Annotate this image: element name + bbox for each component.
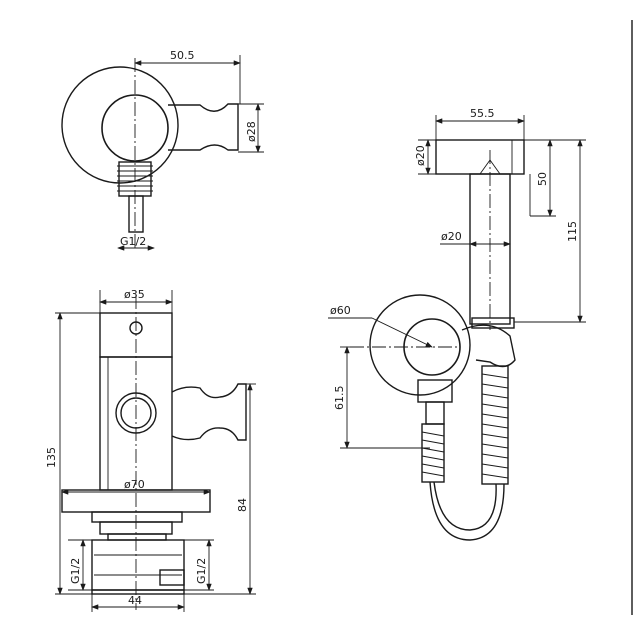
side-view-holder (461, 324, 516, 368)
dim-front-height-lower: 84 (236, 498, 249, 512)
side-view-hose-left (421, 423, 445, 483)
dim-front-dia-flange: ø70 (124, 478, 145, 491)
dim-top-width: 50.5 (170, 49, 195, 62)
dim-front-height-total: 135 (45, 447, 58, 468)
side-view-head (435, 139, 525, 175)
top-view: 50.5 ø28 G1/2 (61, 49, 264, 251)
dim-top-dia: ø28 (245, 121, 258, 142)
side-view-hose-loop (433, 481, 497, 531)
dim-side-height-total: 115 (566, 221, 579, 242)
side-view: 55.5 ø20 50 115 ø20 ø60 61.5 (328, 107, 586, 541)
dim-side-height-head: 50 (536, 172, 549, 186)
dim-side-dia-plate: ø60 (330, 304, 351, 317)
front-view: ø35 ø70 135 84 G1/2 G1/2 44 (45, 288, 256, 612)
dim-front-thread-left: G1/2 (69, 558, 82, 584)
dim-front-thread-right: G1/2 (195, 558, 208, 584)
dim-side-dia-head: ø20 (414, 145, 427, 166)
dim-front-dia-top: ø35 (124, 288, 145, 301)
dim-front-width-bottom: 44 (128, 594, 142, 607)
side-view-plate (369, 294, 471, 396)
top-view-holder (168, 103, 239, 151)
dim-side-height-lower: 61.5 (333, 386, 346, 411)
dim-top-thread: G1/2 (120, 235, 146, 248)
front-view-holder (171, 383, 247, 441)
top-view-pipe (128, 195, 144, 233)
top-view-wall-plate (61, 66, 179, 184)
front-view-base (91, 539, 185, 591)
dim-side-dia-tube: ø20 (441, 230, 462, 243)
side-view-hose-right (481, 365, 509, 485)
dim-side-width-top: 55.5 (470, 107, 495, 120)
